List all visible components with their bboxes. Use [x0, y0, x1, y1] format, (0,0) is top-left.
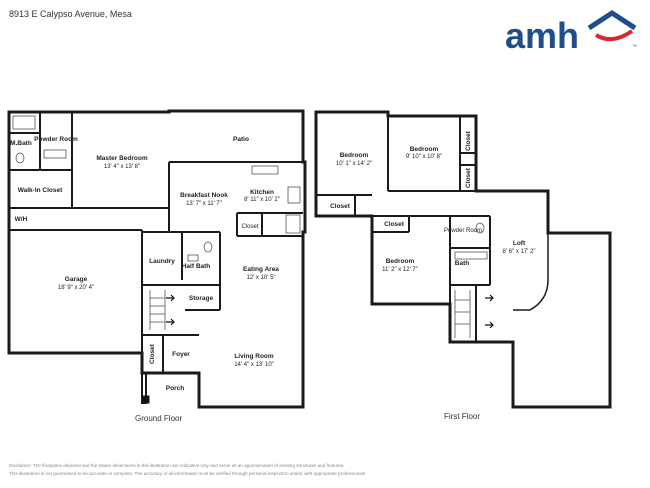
room-bedroom-3-closet: Closet	[384, 221, 405, 228]
room-bedroom-1-closet: Closet	[330, 203, 351, 210]
room-porch: Porch	[166, 385, 184, 392]
room-mbath: M.Bath	[10, 140, 32, 147]
room-patio: Patio	[233, 136, 249, 143]
room-storage: Storage	[189, 295, 214, 302]
room-bedroom-2-closet-b: Closet	[465, 167, 472, 188]
dim-master-bedroom: 13' 4" x 13' 8"	[104, 164, 140, 170]
room-kitchen-closet: Closet	[241, 224, 258, 230]
dim-eating-area: 12' x 10' 5"	[246, 275, 275, 281]
room-wh: W/H	[15, 216, 28, 223]
room-bedroom-3: Bedroom	[386, 258, 415, 265]
logo-trademark: ™	[632, 44, 637, 50]
room-loft: Loft	[513, 240, 526, 247]
room-powder-first: Powder Room	[444, 228, 482, 234]
dim-loft: 8' 6" x 17' 2"	[503, 249, 536, 255]
dim-bedroom-1: 10' 1" x 14' 2"	[336, 161, 372, 167]
dim-kitchen: 8' 11" x 10' 2"	[244, 197, 280, 203]
room-foyer-closet: Closet	[149, 343, 156, 364]
ground-floor-label: Ground Floor	[135, 414, 183, 423]
logo-wordmark: amh	[505, 15, 579, 52]
room-garage: Garage	[65, 276, 88, 283]
room-half-bath: Half Bath	[182, 263, 211, 270]
dim-bedroom-3: 11' 2" x 12' 7"	[382, 267, 418, 273]
room-bath: Bath	[455, 260, 469, 267]
ground-floor-walls	[7, 109, 307, 409]
first-floor-label: First Floor	[444, 412, 480, 421]
dim-living-room: 14' 4" x 13' 10"	[234, 362, 274, 368]
dim-breakfast-nook: 13' 7" x 11' 7"	[186, 201, 222, 207]
disclaimer-line-2: This illustration is not guaranteed to b…	[9, 471, 367, 476]
property-address: 8913 E Calypso Avenue, Mesa	[9, 9, 132, 19]
logo-house-icon	[587, 10, 637, 42]
room-laundry: Laundry	[149, 258, 175, 265]
room-bedroom-2: Bedroom	[410, 146, 439, 153]
room-kitchen: Kitchen	[250, 189, 274, 196]
room-foyer: Foyer	[172, 351, 190, 358]
first-floor-walls	[314, 110, 612, 409]
room-bedroom-1: Bedroom	[340, 152, 369, 159]
disclaimer: Disclaimer: The floorplans depicted and …	[9, 462, 639, 478]
room-bedroom-2-closet-a: Closet	[465, 130, 472, 151]
room-powder-ground: Powder Room	[34, 136, 78, 143]
dim-bedroom-2: 9' 10" x 10' 8"	[406, 154, 442, 160]
disclaimer-line-1: Disclaimer: The floorplans depicted and …	[9, 463, 345, 468]
fixtures	[12, 115, 494, 338]
room-master-bedroom: Master Bedroom	[96, 155, 148, 162]
room-breakfast-nook: Breakfast Nook	[180, 192, 228, 199]
dim-garage: 18' 9" x 20' 4"	[58, 285, 94, 291]
amh-logo: amh ™	[505, 10, 637, 52]
room-walkin-closet: Walk-In Closet	[18, 187, 63, 194]
room-living-room: Living Room	[234, 353, 274, 360]
room-eating-area: Eating Area	[243, 266, 279, 273]
